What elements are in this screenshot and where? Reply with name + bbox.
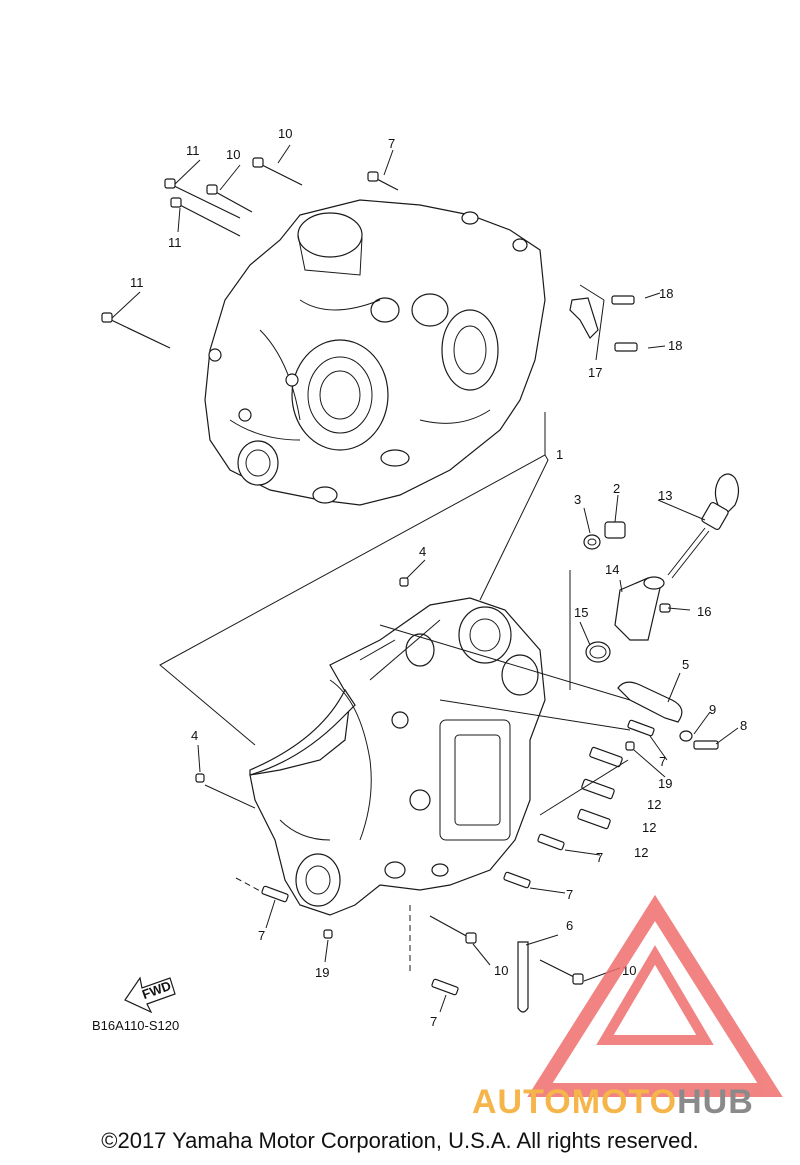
diagram-code: B16A110-S120 [92, 1018, 179, 1033]
callout-12a: 12 [647, 797, 661, 812]
callout-14: 14 [605, 562, 619, 577]
callout-16: 16 [697, 604, 711, 619]
callout-18a: 18 [659, 286, 673, 301]
callout-1: 1 [556, 447, 563, 462]
callout-9: 9 [709, 702, 716, 717]
callout-5: 5 [682, 657, 689, 672]
callout-19a: 19 [658, 776, 672, 791]
copyright-notice: ©2017 Yamaha Motor Corporation, U.S.A. A… [101, 1128, 699, 1153]
bracket-part-17 [569, 295, 638, 352]
callout-17: 17 [588, 365, 602, 380]
callout-numbers: 1 2 3 4 4 5 6 7 7 7 7 7 7 7 8 9 10 10 10… [130, 126, 747, 1029]
watermark-part3: HUB [677, 1083, 754, 1121]
bolts-group [101, 157, 655, 996]
callout-13: 13 [658, 488, 672, 503]
callout-11-top: 11 [186, 143, 200, 158]
crankcase-right-half [249, 597, 546, 916]
callout-11-mid: 11 [168, 235, 182, 250]
plug-part-2 [583, 521, 626, 550]
watermark-part2: MOTO [572, 1083, 677, 1121]
dipstick-part-13 [667, 473, 740, 579]
callout-7-left: 7 [258, 928, 265, 943]
callout-8: 8 [740, 718, 747, 733]
watermark-part1: AUTO [472, 1083, 572, 1121]
filler-neck-part-14 [585, 576, 671, 663]
watermark-text: AUTOMOTOHUB [472, 1083, 754, 1121]
callout-7-lower: 7 [566, 887, 573, 902]
callout-7-top: 7 [388, 136, 395, 151]
callout-2: 2 [613, 481, 620, 496]
bracket-part-5 [617, 681, 719, 750]
watermark-triangle-icon [527, 894, 783, 1097]
callout-12b: 12 [642, 820, 656, 835]
callout-11-left: 11 [130, 275, 144, 290]
callout-3: 3 [574, 492, 581, 507]
callout-10-top: 10 [278, 126, 292, 141]
callout-6: 6 [566, 918, 573, 933]
watermark-logo [527, 894, 783, 1097]
callout-7-right: 7 [659, 754, 666, 769]
fwd-arrow: FWD [124, 976, 176, 1014]
callout-19b: 19 [315, 965, 329, 980]
crankcase-left-half [204, 199, 546, 506]
strap-part-6 [517, 941, 529, 1013]
callout-10-second: 10 [226, 147, 240, 162]
callout-15: 15 [574, 605, 588, 620]
callout-7-mid: 7 [596, 850, 603, 865]
callout-4b: 4 [191, 728, 198, 743]
callout-4a: 4 [419, 544, 426, 559]
callout-12c: 12 [634, 845, 648, 860]
callout-18b: 18 [668, 338, 682, 353]
callout-7-bottom: 7 [430, 1014, 437, 1029]
callout-10-lower: 10 [494, 963, 508, 978]
